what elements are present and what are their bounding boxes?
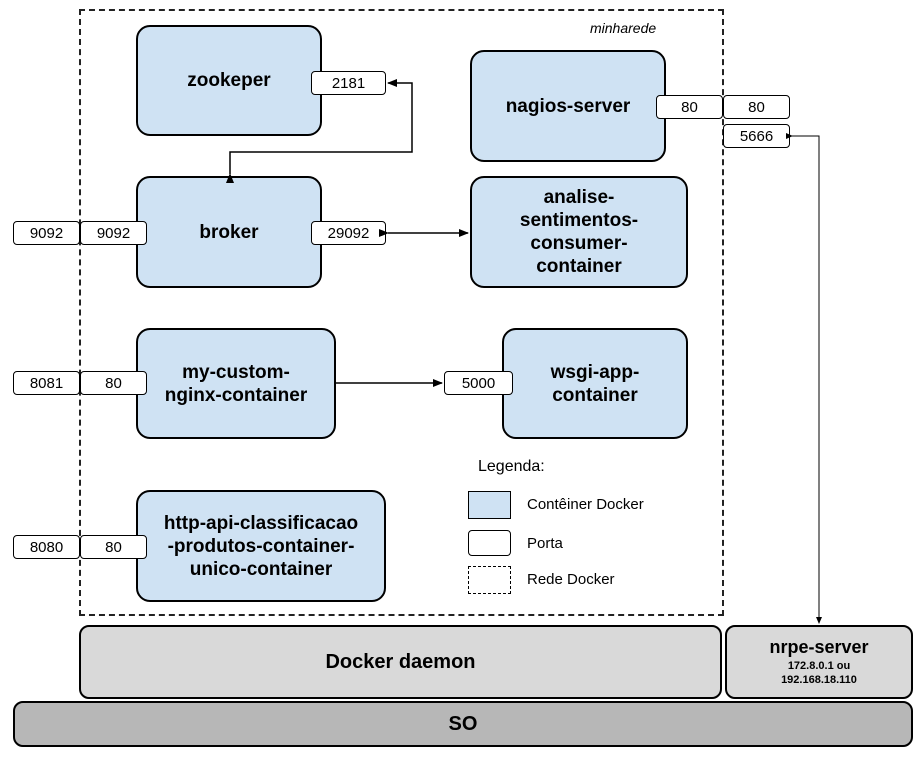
network-name-label: minharede bbox=[590, 20, 657, 36]
docker-daemon-label: Docker daemon bbox=[325, 650, 476, 673]
legend-container-label: Contêiner Docker bbox=[527, 496, 644, 513]
legend-container-swatch bbox=[468, 491, 511, 519]
container-label-line: http-api-classificacao bbox=[163, 512, 359, 534]
container-analise-sentimentos[interactable]: analise- sentimentos- consumer- containe… bbox=[470, 176, 688, 288]
nagios-nrpe-connector bbox=[786, 133, 822, 624]
port-nagios-internal-80[interactable]: 80 bbox=[656, 95, 723, 119]
port-nginx-internal-80[interactable]: 80 bbox=[80, 371, 147, 395]
container-label-line: -produtos-container- bbox=[167, 535, 355, 557]
container-label-line: broker bbox=[199, 221, 259, 243]
port-nagios-nrpe-5666[interactable]: 5666 bbox=[723, 124, 790, 148]
container-label-line: nagios-server bbox=[505, 95, 631, 117]
port-http-api-internal-80[interactable]: 80 bbox=[80, 535, 147, 559]
nrpe-server-box[interactable]: nrpe-server 172.8.0.1 ou 192.168.18.110 bbox=[725, 625, 913, 699]
broker-zookeper-connector bbox=[226, 79, 413, 183]
port-broker-external-9092[interactable]: 9092 bbox=[13, 221, 80, 245]
port-broker-29092[interactable]: 29092 bbox=[311, 221, 386, 245]
container-wsgi-app[interactable]: wsgi-app- container bbox=[502, 328, 688, 439]
container-label-line: consumer- bbox=[530, 233, 628, 254]
port-broker-internal-9092[interactable]: 9092 bbox=[80, 221, 147, 245]
port-http-api-external-8080[interactable]: 8080 bbox=[13, 535, 80, 559]
legend-network-label: Rede Docker bbox=[527, 571, 615, 588]
container-label-line: unico-container bbox=[189, 558, 333, 580]
nrpe-server-ip-1: 172.8.0.1 ou bbox=[787, 660, 851, 672]
container-label-line: sentimentos- bbox=[519, 210, 639, 231]
legend-port-label: Porta bbox=[527, 535, 563, 552]
port-nagios-external-80[interactable]: 80 bbox=[723, 95, 790, 119]
docker-network-boundary bbox=[79, 9, 724, 616]
container-label-line: container bbox=[552, 384, 638, 406]
container-http-api-classificacao[interactable]: http-api-classificacao -produtos-contain… bbox=[136, 490, 386, 602]
legend-network-swatch bbox=[468, 566, 511, 594]
container-label-line: analise- bbox=[543, 187, 615, 208]
container-my-custom-nginx[interactable]: my-custom- nginx-container bbox=[136, 328, 336, 439]
container-label-line: container bbox=[536, 256, 622, 277]
legend-title: Legenda: bbox=[478, 458, 545, 475]
container-label-line: my-custom- bbox=[182, 361, 290, 383]
port-nginx-external-8081[interactable]: 8081 bbox=[13, 371, 80, 395]
nrpe-server-ip-2: 192.168.18.110 bbox=[781, 674, 857, 686]
docker-daemon-layer[interactable]: Docker daemon bbox=[79, 625, 722, 699]
container-label-line: wsgi-app- bbox=[550, 361, 640, 383]
port-wsgi-5000[interactable]: 5000 bbox=[444, 371, 513, 395]
os-layer[interactable]: SO bbox=[13, 701, 913, 747]
legend-port-swatch bbox=[468, 530, 511, 556]
container-label-line: nginx-container bbox=[164, 384, 308, 406]
nrpe-server-title: nrpe-server bbox=[769, 637, 869, 657]
os-label: SO bbox=[448, 712, 478, 735]
